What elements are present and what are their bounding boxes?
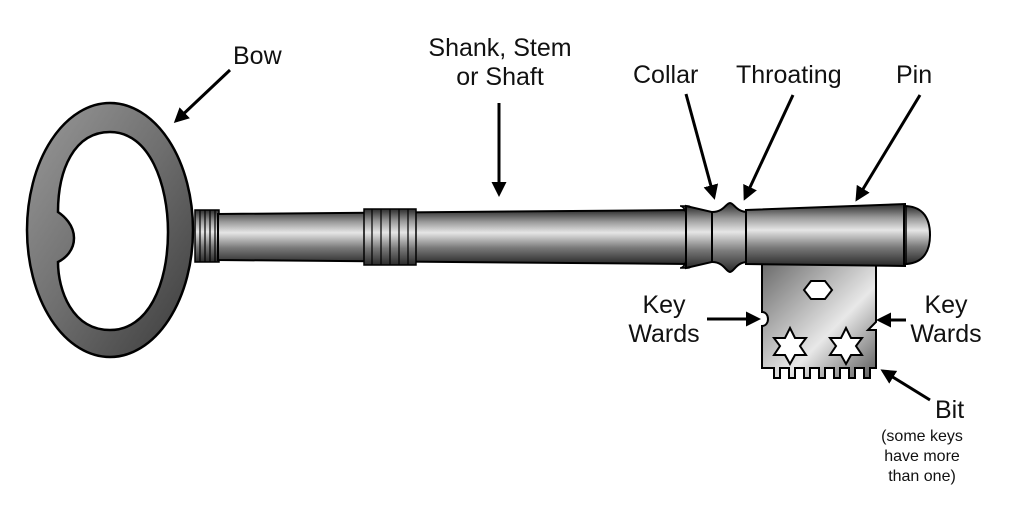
arrow-collar: [684, 93, 719, 200]
bow: [25, 101, 195, 359]
arrow-bow: [173, 68, 232, 124]
label-key-wards-left-line2: Wards: [628, 320, 700, 348]
label-bit: Bit: [935, 396, 965, 424]
label-collar: Collar: [633, 61, 699, 89]
arrow-throating: [743, 94, 795, 201]
label-bit-note-line3: than one): [888, 468, 956, 485]
arrow-pin: [855, 94, 922, 202]
bit: [761, 261, 877, 379]
label-key-wards-right-line2: Wards: [910, 320, 982, 348]
label-bit-note: (some keys have more than one): [864, 427, 980, 487]
callout-arrows: [173, 68, 931, 402]
star-ward-left: [772, 325, 808, 367]
label-bit-note-line1: (some keys: [881, 428, 963, 445]
label-shank-line1: Shank, Stem: [428, 34, 572, 62]
label-key-wards-right-line1: Key: [924, 291, 968, 319]
label-key-wards-right: Key Wards: [902, 291, 990, 349]
arrow-bit: [880, 369, 931, 402]
label-bow: Bow: [233, 42, 282, 70]
label-throating: Throating: [736, 61, 842, 89]
label-shank: Shank, Stem or Shaft: [412, 34, 588, 92]
label-shank-line2: or Shaft: [456, 63, 544, 91]
label-pin: Pin: [896, 61, 933, 89]
label-key-wards-left: Key Wards: [620, 291, 708, 349]
collar-and-pin: [679, 201, 932, 274]
label-key-wards-left-line1: Key: [642, 291, 686, 319]
label-bit-note-line2: have more: [884, 448, 960, 465]
bow-rings: [194, 209, 220, 263]
shank: [217, 208, 689, 266]
star-ward-right: [828, 325, 864, 367]
